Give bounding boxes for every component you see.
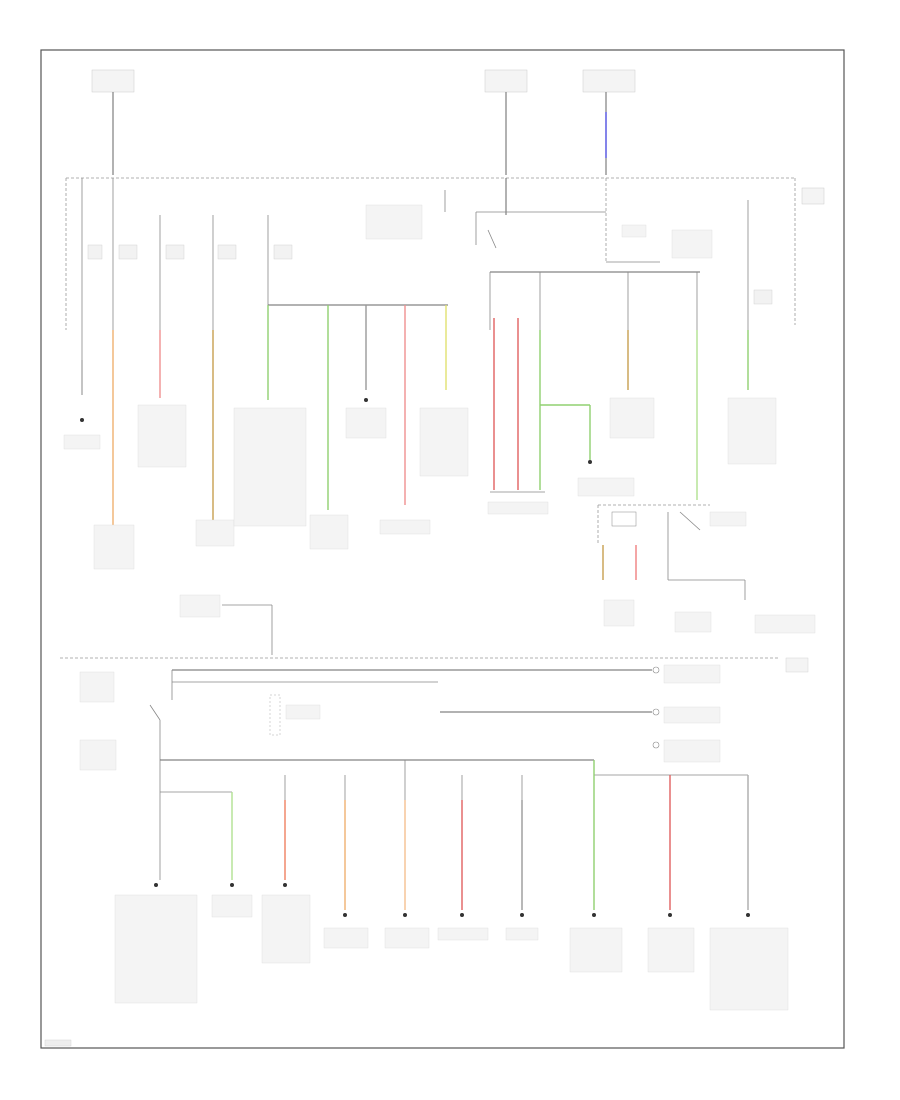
lower-branch-4-orange — [323, 775, 369, 949]
diagram-frame — [40, 49, 845, 1049]
branch-1 — [63, 178, 103, 450]
branch-4-tan — [195, 215, 237, 547]
lower-fuse-box-outline — [60, 657, 809, 673]
source-feed-middle — [484, 69, 528, 175]
lower-ignition-switch — [79, 664, 721, 771]
lower-branch-9-red — [647, 775, 695, 973]
branch-far-right — [727, 200, 777, 465]
branch-starter-red — [487, 318, 549, 515]
lower-branch-5-light-orange — [384, 760, 430, 949]
lower-branch-7-gray — [505, 775, 539, 941]
branch-tan-right — [609, 330, 655, 439]
branch-2-orange — [93, 178, 138, 570]
lower-branch-3-red-orange — [261, 775, 311, 964]
branch-3-pink — [137, 215, 187, 468]
right-branch-bus — [489, 271, 700, 330]
branch-to-ecu-green — [540, 404, 635, 497]
lower-branch-8-green — [569, 760, 623, 973]
source-feed-left — [91, 69, 135, 175]
lower-relay — [269, 694, 721, 763]
footer-tag — [44, 1039, 72, 1047]
ignition-switch-block — [365, 178, 713, 263]
lower-branch-1 — [114, 760, 232, 1004]
relay-sub-block — [597, 504, 816, 634]
section-connector — [179, 594, 273, 655]
lower-branch-10-gray — [709, 775, 789, 1011]
lower-branch-6-red — [437, 775, 489, 941]
lower-branch-2-green — [211, 792, 253, 918]
source-feed-right — [582, 69, 636, 175]
branch-5-group — [233, 215, 469, 550]
lower-main-bus — [160, 759, 748, 776]
top-fuse-box-outline — [65, 177, 825, 330]
